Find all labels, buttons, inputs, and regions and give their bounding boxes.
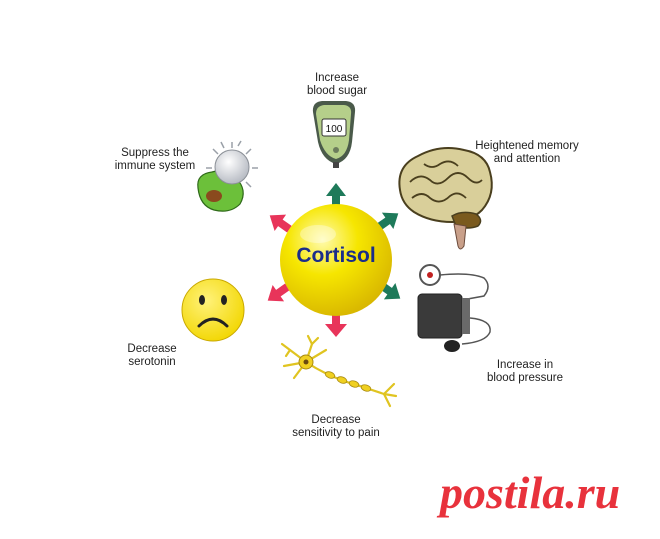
- label-line: Decrease: [127, 343, 177, 355]
- label-line: Decrease: [311, 414, 361, 426]
- label-decrease-pain-sensitivity: Decrease sensitivity to pain: [276, 414, 396, 440]
- label-line: sensitivity to pain: [292, 427, 380, 439]
- arrow-downleft-pink: [267, 283, 290, 302]
- glucometer-icon: 100: [312, 101, 356, 168]
- glucometer-reading: 100: [326, 124, 343, 135]
- watermark: postila.ru: [440, 467, 621, 518]
- label-line: Increase: [314, 72, 360, 84]
- sphere-highlight: [300, 225, 336, 243]
- neuron-icon: [280, 334, 398, 408]
- center-label: Cortisol: [296, 244, 376, 267]
- label-line: Suppress the: [121, 147, 189, 159]
- label-heightened-memory: Heightened memory and attention: [462, 140, 592, 166]
- label-suppress-immune: Suppress the immune system: [100, 147, 210, 173]
- label-line: blood pressure: [486, 372, 564, 384]
- immune-cell-icon: [197, 140, 258, 212]
- sad-face-icon: [181, 278, 245, 342]
- label-increase-blood-pressure: Increase in blood pressure: [470, 359, 580, 385]
- label-line: blood sugar: [306, 85, 368, 97]
- arrow-upleft-pink: [269, 214, 292, 233]
- blood-pressure-cuff-icon: [417, 264, 491, 352]
- cortisol-sphere: [280, 204, 392, 316]
- label-line: and attention: [493, 153, 561, 165]
- label-increase-blood-sugar: Increase blood sugar: [292, 72, 382, 98]
- label-line: immune system: [114, 160, 196, 172]
- brain-icon: [398, 147, 493, 250]
- label-decrease-serotonin: Decrease serotonin: [112, 343, 192, 369]
- arrow-down-pink: [325, 312, 347, 337]
- label-line: serotonin: [128, 356, 176, 368]
- arrow-up-green: [326, 183, 346, 211]
- label-line: Increase in: [496, 359, 554, 371]
- label-line: Heightened memory: [475, 140, 579, 152]
